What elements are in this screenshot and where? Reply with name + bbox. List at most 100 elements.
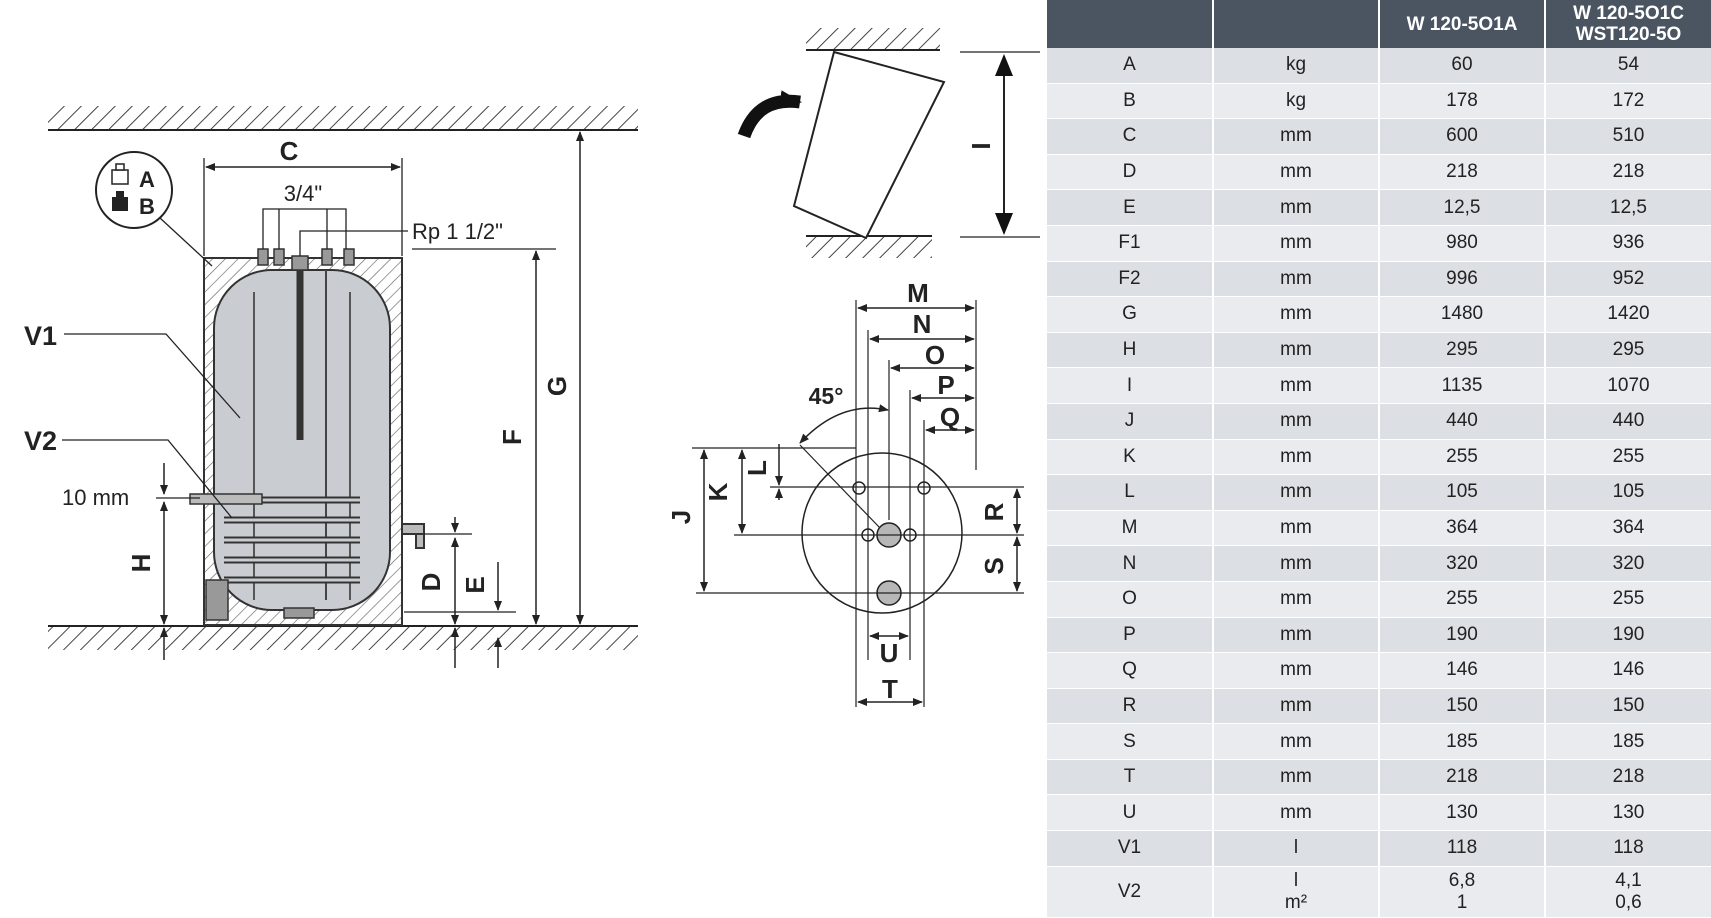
cell-unit-line1: l <box>1293 869 1299 891</box>
cell-unit: mm <box>1213 296 1380 333</box>
label-J: J <box>666 510 696 524</box>
tilt-view: I <box>737 28 1040 258</box>
cell-unit: mm <box>1213 545 1380 582</box>
cell-param: K <box>1047 439 1214 476</box>
cell-unit: l <box>1213 830 1380 867</box>
cell-value-a: 1135 <box>1379 367 1546 404</box>
label-A: A <box>139 167 155 192</box>
cell-value-c: 172 <box>1545 83 1711 120</box>
cell-unit: mm <box>1213 759 1380 796</box>
cell-unit: mm <box>1213 688 1380 725</box>
cell-value-c: 1420 <box>1545 296 1711 333</box>
label-B: B <box>139 194 155 219</box>
cell-value-a: 105 <box>1379 474 1546 511</box>
cell-value-a: 440 <box>1379 403 1546 440</box>
label-N: N <box>913 309 932 339</box>
cell-value-a: 255 <box>1379 439 1546 476</box>
cell-param: E <box>1047 189 1214 226</box>
cell-value-c: 218 <box>1545 154 1711 191</box>
label-K: K <box>703 482 733 501</box>
cell-param: V2 <box>1047 866 1214 918</box>
port-1 <box>852 481 866 495</box>
cell-unit: kg <box>1213 48 1380 84</box>
cell-unit: mm <box>1213 652 1380 689</box>
header-model-c: W 120-5O1C WST120-5O <box>1545 0 1711 48</box>
tilt-ceiling-hatch <box>806 28 940 50</box>
cell-value-a: 6,8 1 <box>1379 866 1546 918</box>
cell-value-c: 150 <box>1545 688 1711 725</box>
cell-unit: mm <box>1213 332 1380 369</box>
cell-value-c: 146 <box>1545 652 1711 689</box>
cell-value-c: 1070 <box>1545 367 1711 404</box>
cell-param: U <box>1047 794 1214 832</box>
cell-param: I <box>1047 367 1214 404</box>
tilted-tank <box>792 50 946 240</box>
tank-side-view: C 3/4" Rp 1 1/2" A B V1 V2 10 mm H <box>24 106 638 668</box>
label-M: M <box>907 278 929 308</box>
header-unit <box>1213 0 1380 48</box>
cell-unit-line2: m² <box>1284 891 1308 913</box>
cell-value-a: 190 <box>1379 617 1546 654</box>
cell-unit: mm <box>1213 581 1380 618</box>
cell-unit: mm <box>1213 118 1380 155</box>
cell-unit: mm <box>1213 189 1380 226</box>
cell-param: S <box>1047 723 1214 760</box>
label-G: G <box>542 376 572 396</box>
table-header-row: W 120-5O1A W 120-5O1C WST120-5O <box>1047 0 1711 48</box>
cell-value-a-line2: 1 <box>1456 891 1468 913</box>
thread-side-label: Rp 1 1/2" <box>412 219 503 244</box>
top-view: M N O P Q 45° J K L R S U <box>666 278 1024 707</box>
cell-value-a: 600 <box>1379 118 1546 155</box>
label-U: U <box>880 638 899 668</box>
cell-param: D <box>1047 154 1214 191</box>
label-V1: V1 <box>24 321 57 351</box>
cell-unit: mm <box>1213 474 1380 511</box>
label-V2: V2 <box>24 426 57 456</box>
label-O: O <box>925 340 945 370</box>
cell-value-c: 255 <box>1545 439 1711 476</box>
cell-value-c: 320 <box>1545 545 1711 582</box>
cell-value-a: 255 <box>1379 581 1546 618</box>
cell-value-a: 320 <box>1379 545 1546 582</box>
cell-param: V1 <box>1047 830 1214 867</box>
label-H: H <box>126 554 156 573</box>
cell-value-c: 255 <box>1545 581 1711 618</box>
cell-value-a: 146 <box>1379 652 1546 689</box>
cell-value-a: 218 <box>1379 154 1546 191</box>
label-R: R <box>979 502 1009 521</box>
cell-param: F1 <box>1047 225 1214 262</box>
cell-value-c: 4,1 0,6 <box>1545 866 1711 918</box>
table-row-V2: V2 l m² 6,8 1 4,1 0,6 <box>1047 866 1711 918</box>
cell-unit: mm <box>1213 367 1380 404</box>
cell-value-c: 952 <box>1545 261 1711 298</box>
cell-param: H <box>1047 332 1214 369</box>
cell-param: N <box>1047 545 1214 582</box>
ceiling-hatch <box>48 106 638 130</box>
cell-value-a: 150 <box>1379 688 1546 725</box>
label-L: L <box>742 460 772 476</box>
cell-value-c: 130 <box>1545 794 1711 832</box>
header-param <box>1047 0 1214 48</box>
cell-unit: mm <box>1213 439 1380 476</box>
cell-value-c: 364 <box>1545 510 1711 547</box>
cell-param: T <box>1047 759 1214 796</box>
cell-value-c-line1: 4,1 <box>1615 869 1642 891</box>
cell-value-c: 54 <box>1545 48 1711 84</box>
label-P: P <box>937 370 954 400</box>
header-model-a: W 120-5O1A <box>1379 0 1546 48</box>
cell-value-c: 190 <box>1545 617 1711 654</box>
cell-unit: mm <box>1213 403 1380 440</box>
